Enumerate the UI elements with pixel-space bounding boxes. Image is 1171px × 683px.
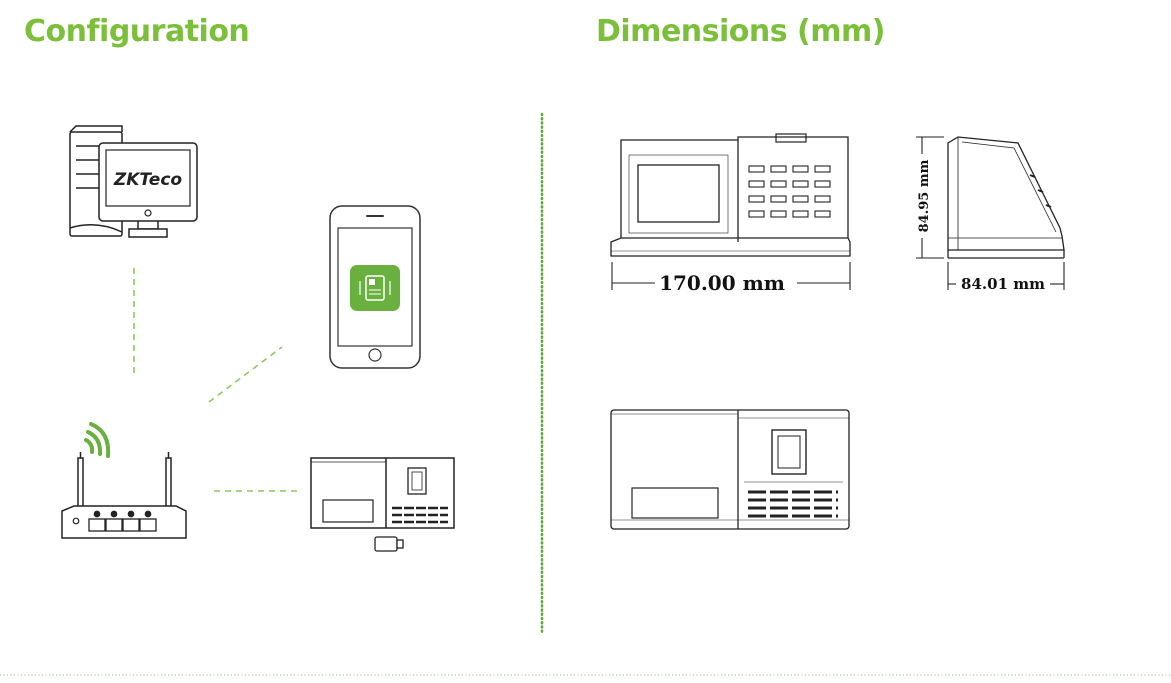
terminal-device-small <box>310 457 455 529</box>
router-icon <box>61 452 187 539</box>
width-dimension-label: 170.00 mm <box>659 271 785 295</box>
dimensions-heading: Dimensions (mm) <box>596 14 886 49</box>
monitor-logo: ZKTeco <box>113 170 183 190</box>
usb-drive-icon <box>374 536 404 552</box>
height-dimension-label: 84.95 mm <box>917 159 932 232</box>
computer-icon <box>69 125 198 238</box>
depth-dimension-label: 84.01 mm <box>961 275 1045 293</box>
app-icon <box>350 265 400 311</box>
wifi-icon <box>84 422 111 458</box>
depth-dimension-line <box>947 262 1065 290</box>
width-dimension-line <box>611 262 851 290</box>
height-dimension-line <box>916 136 944 259</box>
connection-router-phone <box>208 346 283 403</box>
side-view-device <box>947 136 1065 259</box>
front-view-device <box>610 133 851 257</box>
configuration-heading: Configuration <box>24 14 250 49</box>
bottom-view-device <box>610 409 850 530</box>
